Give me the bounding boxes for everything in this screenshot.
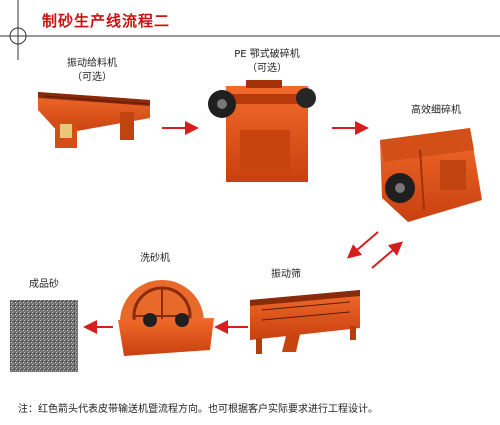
footer-note: 注：红色箭头代表皮带输送机暨流程方向。也可根据客户实际要求进行工程设计。: [18, 404, 378, 415]
fine-crusher-illustration: [380, 128, 482, 222]
flow-arrow-3-return: [371, 241, 404, 269]
jaw-crusher-illustration: [208, 80, 316, 182]
screen-illustration: [250, 290, 360, 354]
feeder-note: （可选）: [72, 72, 112, 83]
feeder-illustration: [38, 92, 150, 148]
jaw-crusher-label: PE 鄂式破碎机 （可选）: [212, 48, 322, 76]
finished-sand-image: [10, 300, 78, 372]
sand-washer-label: 洗砂机: [140, 253, 170, 264]
finished-sand-label: 成品砂: [29, 279, 59, 290]
feeder-label: 振动给料机 （可选）: [52, 57, 132, 85]
screen-label: 振动筛: [271, 269, 301, 280]
flow-arrow-3-down: [346, 231, 379, 259]
feeder-name: 振动给料机: [67, 58, 117, 69]
sand-washer-illustration: [118, 280, 214, 356]
fine-crusher-label: 高效细碎机: [411, 105, 461, 116]
header-decoration: [0, 0, 500, 60]
jaw-crusher-note: （可选）: [247, 63, 287, 74]
jaw-crusher-name: PE 鄂式破碎机: [234, 49, 300, 60]
page-title: 制砂生产线流程二: [42, 12, 171, 30]
